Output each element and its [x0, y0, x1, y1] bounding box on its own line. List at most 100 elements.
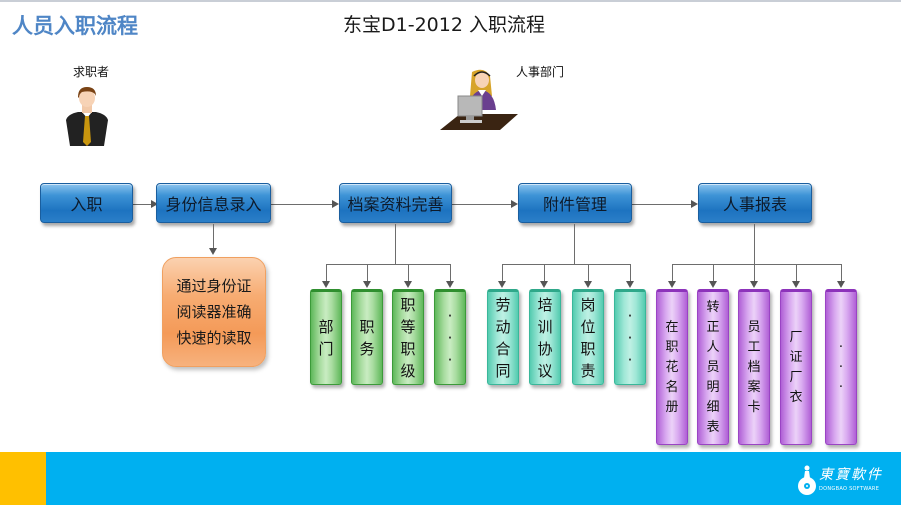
step-onboard[interactable]: 入职 — [40, 183, 133, 223]
logo-mark-icon — [798, 465, 816, 495]
applicant-label: 求职者 — [73, 65, 110, 79]
connector — [754, 264, 755, 282]
connector — [326, 264, 327, 282]
attachment-item-labor-contract[interactable]: 劳 动 合 同 — [487, 289, 519, 385]
arrow-right-icon — [511, 200, 518, 208]
attachment-item-training-agreement[interactable]: 培 训 协 议 — [529, 289, 561, 385]
char: · — [447, 307, 453, 325]
arrow-down-icon — [446, 281, 454, 288]
arrow-down-icon — [792, 281, 800, 288]
char: · — [447, 351, 453, 369]
arrow-right-icon — [691, 200, 698, 208]
char: · — [838, 360, 844, 375]
report-item-roster[interactable]: 在 职 花 名 册 — [656, 289, 688, 445]
char: 员 — [706, 360, 720, 375]
char: 等 — [400, 318, 416, 336]
report-item-employee-file-card[interactable]: 员 工 档 案 卡 — [738, 289, 770, 445]
char: 员 — [747, 320, 761, 335]
arrow-down-icon — [540, 281, 548, 288]
male-applicant-icon — [66, 87, 108, 146]
attachment-item-job-duties[interactable]: 岗 位 职 责 — [572, 289, 604, 385]
footer-bar — [0, 452, 901, 505]
arrow-right-icon — [332, 200, 339, 208]
report-item-badge-uniform[interactable]: 厂 证 厂 衣 — [780, 289, 812, 445]
char: 职 — [400, 296, 416, 314]
char: 责 — [580, 362, 596, 380]
char: · — [447, 329, 453, 347]
connector — [672, 264, 673, 282]
arrow-down-icon — [322, 281, 330, 288]
slide-title: 人员入职流程 — [12, 14, 138, 38]
char: 名 — [665, 380, 679, 395]
report-item-regularization-detail[interactable]: 转 正 人 员 明 细 表 — [697, 289, 729, 445]
connector — [588, 264, 589, 282]
top-divider — [0, 0, 901, 2]
identity-reader-note: 通过身份证 阅读器准确 快速的读取 — [162, 257, 266, 367]
connector — [408, 264, 409, 282]
char: 表 — [706, 420, 720, 435]
step-archive-completion[interactable]: 档案资料完善 — [339, 183, 452, 223]
char: 级 — [400, 362, 416, 380]
arrow-down-icon — [750, 281, 758, 288]
archive-item-position[interactable]: 职 务 — [351, 289, 383, 385]
connector — [544, 264, 545, 282]
archive-item-grade-level[interactable]: 职 等 职 级 — [392, 289, 424, 385]
diagram-title: 东宝D1-2012 入职流程 — [343, 14, 545, 36]
step-identity-entry[interactable]: 身份信息录入 — [156, 183, 271, 223]
arrow-down-icon — [404, 281, 412, 288]
arrow-down-icon — [837, 281, 845, 288]
arrow-down-icon — [584, 281, 592, 288]
char: 职 — [665, 340, 679, 355]
char: 位 — [580, 318, 596, 336]
char: 细 — [706, 400, 720, 415]
arrow-down-icon — [363, 281, 371, 288]
connector — [452, 204, 512, 205]
connector — [754, 224, 755, 264]
report-item-more[interactable]: · · · — [825, 289, 857, 445]
step-attachment-management[interactable]: 附件管理 — [518, 183, 632, 223]
note-line: 通过身份证 — [176, 277, 252, 295]
char: 花 — [665, 360, 679, 375]
arrow-down-icon — [209, 248, 217, 255]
archive-item-department[interactable]: 部 门 — [310, 289, 342, 385]
logo-english-text: DONGBAO SOFTWARE — [819, 486, 880, 492]
char: 协 — [537, 340, 553, 358]
arrow-down-icon — [498, 281, 506, 288]
char: 在 — [665, 320, 679, 335]
char: 合 — [495, 340, 511, 358]
char: 衣 — [789, 390, 803, 405]
connector — [395, 224, 396, 264]
char: 务 — [359, 340, 375, 358]
char: 案 — [747, 380, 761, 395]
arrow-right-icon — [151, 200, 158, 208]
archive-item-more[interactable]: · · · — [434, 289, 466, 385]
connector — [632, 204, 692, 205]
connector — [213, 224, 214, 250]
char: · — [627, 307, 633, 325]
char: 转 — [706, 300, 720, 315]
connector — [630, 264, 631, 282]
connector — [502, 264, 631, 265]
hr-operator-at-desk-icon — [440, 69, 518, 130]
connector — [271, 204, 333, 205]
char: 职 — [400, 340, 416, 358]
char: 证 — [789, 350, 803, 365]
char: · — [627, 351, 633, 369]
step-hr-reports[interactable]: 人事报表 — [698, 183, 812, 223]
attachment-item-more[interactable]: · · · — [614, 289, 646, 385]
char: 厂 — [789, 330, 803, 345]
arrow-down-icon — [626, 281, 634, 288]
char: 明 — [706, 380, 720, 395]
connector — [450, 264, 451, 282]
logo-chinese-text: 東寶軟件 — [819, 467, 883, 483]
connector — [841, 264, 842, 282]
char: 工 — [747, 340, 761, 355]
connector — [574, 224, 575, 264]
connector — [796, 264, 797, 282]
char: 部 — [318, 318, 334, 336]
char: 议 — [537, 362, 553, 380]
char: 岗 — [580, 296, 596, 314]
note-line: 快速的读取 — [176, 329, 252, 347]
char: 动 — [495, 318, 511, 336]
char: 厂 — [789, 370, 803, 385]
